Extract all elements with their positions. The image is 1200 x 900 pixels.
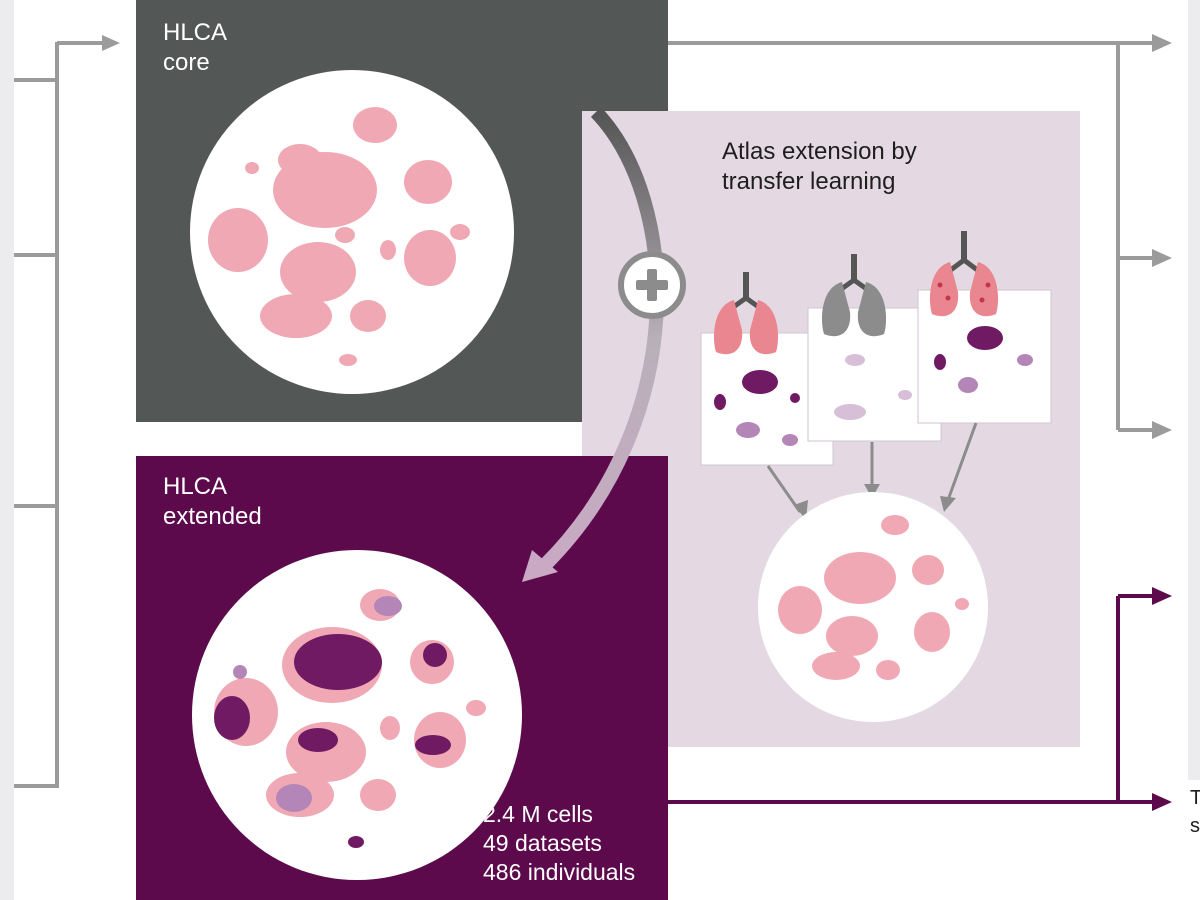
extended-title-line-2: extended	[163, 503, 262, 530]
core-title-line-2: core	[163, 49, 210, 76]
lung-healthy-icon	[713, 272, 779, 355]
stat-cells: 2.4 M cells	[483, 801, 593, 827]
core-output-arrow-3	[1152, 421, 1172, 439]
left-connector-tree	[14, 41, 104, 788]
extended-output-connector	[668, 594, 1155, 804]
right-edge-fragment	[1188, 0, 1200, 780]
extended-output-arrow-2	[1152, 793, 1172, 811]
lung-spotted-icon	[929, 231, 999, 317]
mapping-arrowhead-2	[864, 484, 880, 498]
extended-output-arrow-1	[1152, 587, 1172, 605]
right-edge-text: T s	[1190, 784, 1200, 840]
stat-individuals: 486 individuals	[483, 859, 636, 885]
right-edge-text-1: T	[1190, 787, 1200, 809]
hlca-extended-umap	[192, 550, 522, 880]
mapped-umap	[758, 492, 988, 722]
hlca-extended-title: HLCA extended	[163, 472, 262, 532]
stat-datasets: 49 datasets	[483, 830, 602, 856]
integration-arrowhead	[522, 550, 558, 582]
mapping-arrowhead-3	[940, 496, 956, 512]
plus-circle-icon	[618, 251, 686, 319]
core-output-connector	[668, 41, 1155, 432]
hlca-core-umap	[190, 70, 514, 394]
right-edge-text-2: s	[1190, 815, 1200, 837]
extended-title-line-1: HLCA	[163, 473, 228, 500]
transfer-title: Atlas extension by transfer learning	[722, 137, 917, 197]
core-output-arrow-1	[1152, 34, 1172, 52]
extended-stats: 2.4 M cells 49 datasets 486 individuals	[483, 800, 635, 887]
core-input-arrowhead	[102, 35, 120, 51]
hlca-core-title: HLCA core	[163, 18, 227, 78]
integration-arc	[540, 107, 665, 570]
lung-gray-icon	[821, 254, 887, 337]
transfer-title-line-2: transfer learning	[722, 168, 896, 195]
mapping-arrows	[766, 422, 978, 513]
core-output-arrow-2	[1152, 249, 1172, 267]
left-edge-fragment	[0, 0, 14, 900]
transfer-title-line-1: Atlas extension by	[722, 138, 917, 165]
core-title-line-1: HLCA	[163, 19, 228, 46]
